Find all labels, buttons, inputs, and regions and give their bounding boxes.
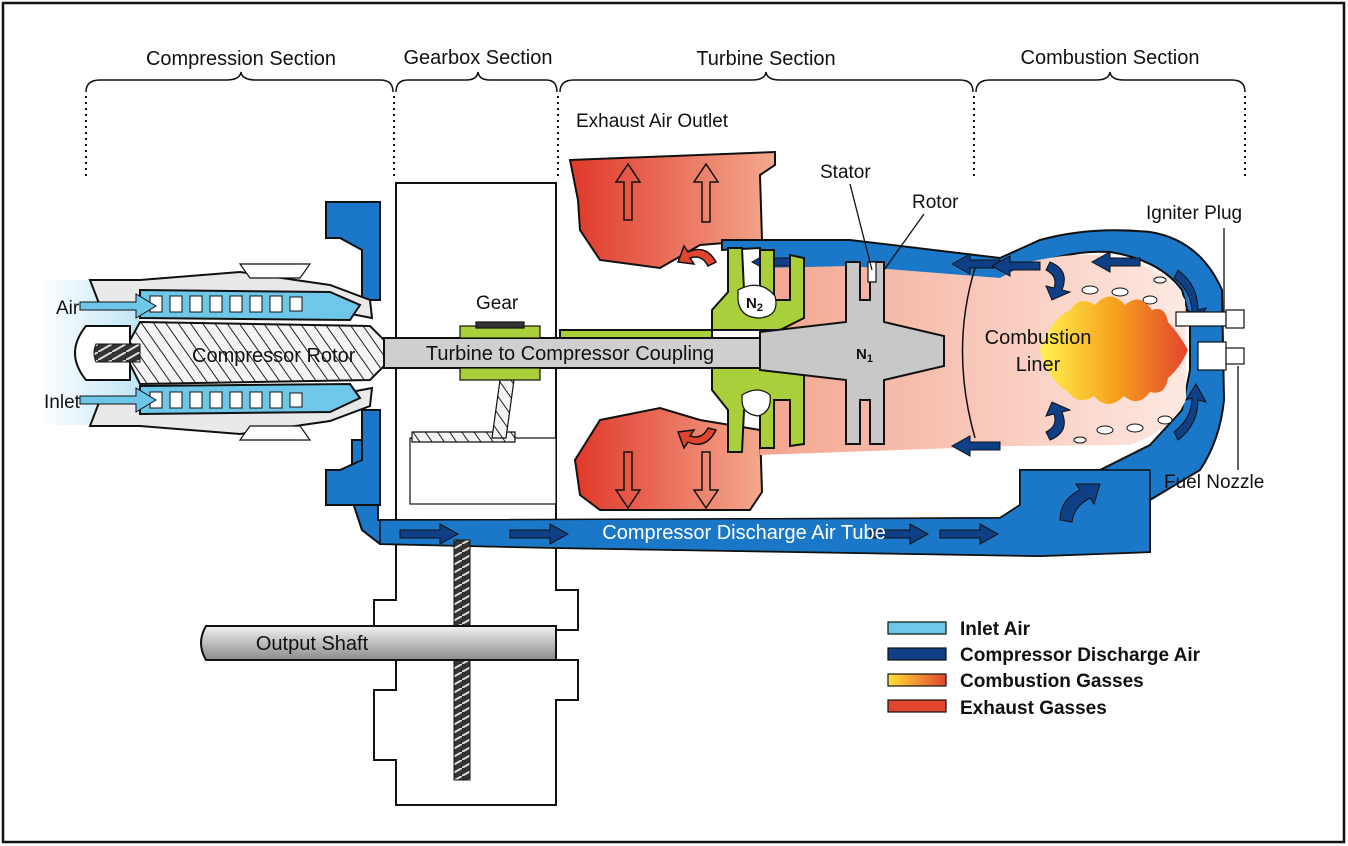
compressor-blades-bottom: [149, 391, 303, 409]
exhaust-curl-bottom: [676, 427, 718, 450]
rotor-leader: [883, 213, 925, 271]
compressor-bracket: [238, 263, 312, 279]
igniter-plug-label: Igniter Plug: [1146, 203, 1242, 224]
coupling-shaft: Turbine to Compressor Coupling: [383, 321, 761, 381]
air-label: Air: [56, 298, 80, 319]
output-shaft: [200, 625, 557, 661]
callouts: Exhaust Air Outlet Stator Rotor Igniter …: [44, 111, 1264, 544]
n2-label: N2: [746, 295, 763, 314]
legend-label-exhaust: Exhaust Gasses: [960, 698, 1107, 719]
legend-swatch-combustion: [887, 673, 947, 687]
legend-swatch-inlet-air: [887, 621, 947, 635]
output-shaft-assembly: Output Shaft: [200, 539, 557, 781]
exhaust-curl-top: [676, 244, 718, 268]
inlet-screw: [93, 343, 141, 363]
legend-swatch-discharge-air: [887, 647, 947, 661]
brace-gearbox: [395, 71, 558, 93]
combustion-liner: [961, 267, 976, 439]
legend-label-combustion: Combustion Gasses: [960, 671, 1144, 692]
gear-label: Gear: [476, 293, 519, 314]
section-label-combustion: Combustion Section: [1021, 47, 1200, 69]
section-label-turbine: Turbine Section: [696, 48, 835, 70]
legend-label-inlet-air: Inlet Air: [960, 619, 1031, 640]
coupling-label: Turbine to Compressor Coupling: [426, 343, 714, 365]
compressor: [40, 201, 385, 506]
gearbox-gear-hatch: [411, 431, 516, 443]
section-label-compression: Compression Section: [146, 48, 336, 70]
legend-label-discharge-air: Compressor Discharge Air: [960, 645, 1201, 666]
inlet-label: Inlet: [44, 392, 81, 413]
brace-combustion: [975, 71, 1246, 93]
igniter-plug: [1175, 311, 1227, 327]
stator-label: Stator: [820, 162, 871, 183]
exhaust-arrow-down-1: [614, 451, 642, 510]
n2-hub-cutout: [737, 284, 777, 319]
igniter-assembly: [1175, 309, 1245, 371]
exhaust-air-outlet-label: Exhaust Air Outlet: [576, 111, 729, 132]
stator-leader: [849, 183, 873, 271]
gearbox-lower-box: [409, 437, 557, 505]
compressor-bracket-bottom: [238, 425, 312, 441]
exhaust-arrow-down-2: [692, 451, 720, 510]
inlet-arrow-bottom: [79, 387, 157, 413]
section-headers: Compression Section Gearbox Section Turb…: [85, 47, 1246, 176]
fuel-nozzle: [1197, 341, 1227, 371]
output-shaft-label: Output Shaft: [256, 633, 369, 655]
brace-turbine: [559, 71, 974, 93]
stator-vane: [867, 261, 877, 283]
rotor-label: Rotor: [912, 192, 959, 213]
legend-swatch-exhaust: [887, 699, 947, 713]
gear-teeth: [475, 321, 525, 329]
compressor-rotor-label: Compressor Rotor: [192, 345, 356, 367]
gear-block-bottom: [459, 367, 541, 381]
combustion-flame: [1040, 296, 1188, 404]
exhaust-arrow-up-1: [614, 162, 642, 221]
exhaust-arrow-up-2: [692, 162, 720, 223]
gearbox-housing: [373, 182, 579, 806]
brace-compression: [85, 71, 394, 93]
liner-holes: [1073, 276, 1173, 444]
fuel-nozzle-label: Fuel Nozzle: [1164, 472, 1264, 493]
n2-hub-cutout-bottom: [741, 389, 771, 417]
legend: Inlet Air Compressor Discharge Air Combu…: [887, 619, 1201, 719]
gas-producer-turbine-n1: N1: [759, 261, 945, 445]
n1-label: N1: [856, 346, 873, 365]
discharge-tube-label: Compressor Discharge Air Tube: [602, 522, 885, 544]
combustion-liner-label-2: Liner: [1016, 354, 1061, 376]
section-label-gearbox: Gearbox Section: [404, 47, 553, 69]
inlet-arrow-top: [79, 293, 157, 319]
combustion-liner-label: Combustion: [985, 327, 1092, 349]
